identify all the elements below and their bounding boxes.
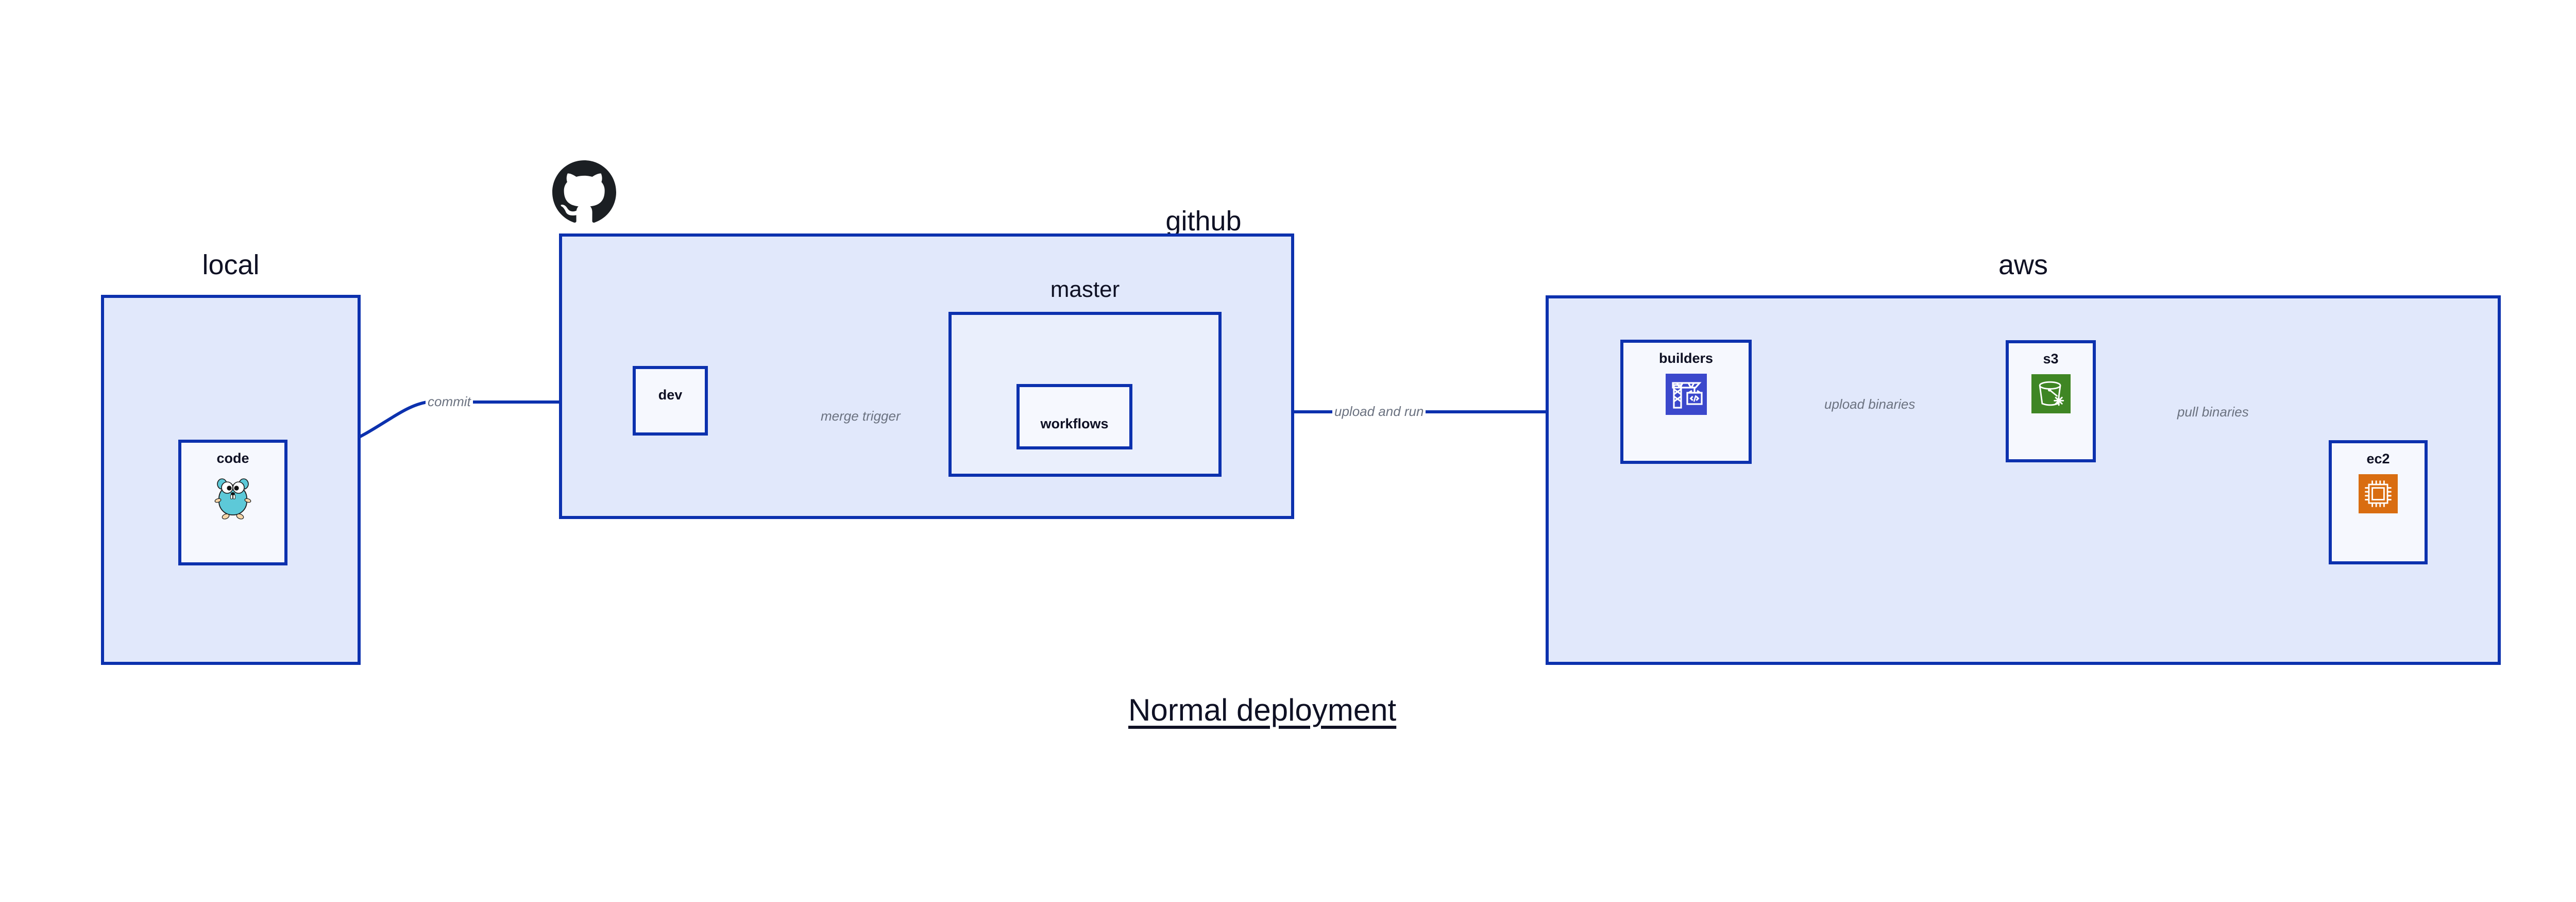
diagram-caption: Normal deployment: [1128, 693, 1397, 727]
node-code-label: code: [216, 450, 249, 466]
group-title-aws: aws: [1998, 249, 2048, 280]
node-dev-label: dev: [658, 387, 683, 403]
edge-label-merge-trigger: merge trigger: [819, 409, 903, 423]
node-s3[interactable]: s3: [2006, 340, 2096, 462]
node-builders-label: builders: [1658, 350, 1714, 366]
node-workflows[interactable]: workflows: [1016, 384, 1132, 449]
aws-s3-glacier-icon: [2031, 374, 2071, 416]
node-workflows-label: workflows: [1040, 416, 1109, 431]
group-title-github: github: [1165, 206, 1242, 237]
group-local: [101, 295, 361, 665]
node-dev[interactable]: dev: [633, 366, 708, 436]
node-builders[interactable]: builders: [1620, 340, 1752, 464]
aws-codebuild-icon: [1665, 374, 1707, 417]
group-title-local: local: [202, 249, 260, 280]
node-s3-label: s3: [2043, 351, 2059, 366]
node-ec2[interactable]: ec2: [2329, 440, 2428, 564]
edge-label-upload-binaries: upload binaries: [1822, 397, 1918, 411]
go-gopher-icon: [212, 474, 253, 524]
edge-label-upload-and-run: upload and run: [1332, 405, 1426, 418]
node-code[interactable]: code: [178, 440, 287, 565]
aws-ec2-icon: [2359, 474, 2398, 516]
edge-label-pull-binaries: pull binaries: [2175, 405, 2251, 419]
edge-label-commit: commit: [426, 395, 473, 408]
subgroup-title-master: master: [1050, 277, 1120, 302]
node-ec2-label: ec2: [2366, 451, 2390, 466]
github-mark-icon: [552, 160, 616, 224]
